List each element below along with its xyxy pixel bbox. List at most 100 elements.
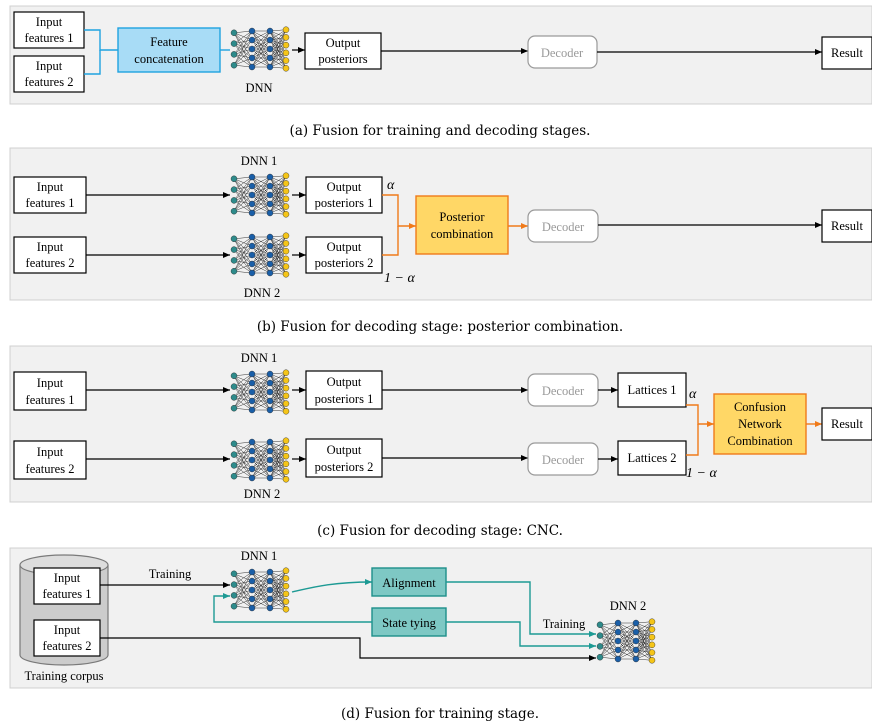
nn-hidden-node — [248, 200, 256, 208]
nn-edge — [617, 631, 637, 660]
nn-edge — [269, 39, 287, 69]
nn-edge — [599, 624, 619, 642]
nn-edge — [233, 595, 253, 609]
nn-output-node — [648, 657, 656, 664]
nn-edge — [233, 373, 253, 387]
caption-a: (a) Fusion for training and decoding sta… — [290, 123, 591, 139]
nn-edge — [233, 200, 253, 214]
nn-edge — [269, 52, 287, 68]
nn-hidden-node — [248, 251, 256, 259]
nn-edge — [269, 37, 287, 59]
nn-edge — [269, 194, 287, 207]
nn-edge — [233, 573, 253, 591]
nn-edge — [251, 194, 271, 214]
nn-edge — [233, 443, 253, 452]
nn-edge — [269, 183, 287, 214]
nn-edge — [233, 39, 253, 55]
nn-edge — [269, 382, 287, 404]
nn-input-node — [230, 186, 238, 193]
nn-output-node — [282, 567, 290, 574]
nn-edge — [617, 622, 637, 651]
result-label: Result — [831, 46, 863, 60]
nn-hidden-node — [248, 54, 256, 62]
input-features-1-line2: features 1 — [43, 587, 92, 601]
dnn-2-label: DNN 2 — [244, 286, 280, 300]
nn-hidden-node — [266, 447, 274, 455]
nn-input-node — [596, 654, 604, 661]
nn-edge — [233, 441, 253, 455]
nn-edge — [233, 32, 253, 41]
nn-edge — [251, 203, 271, 214]
nn-edge — [599, 622, 619, 647]
nn-input-node — [230, 592, 238, 599]
output-posteriors-box — [304, 32, 382, 70]
nn-edge — [233, 375, 253, 384]
nn-edge — [233, 571, 253, 585]
decoder-box — [527, 209, 599, 243]
nn-hidden-node — [248, 45, 256, 53]
output-posteriors-2-line2: posteriors 2 — [315, 460, 374, 474]
nn-edge — [233, 400, 253, 409]
nn-edge — [269, 578, 287, 600]
nn-hidden-node — [614, 637, 622, 645]
nn-input-node — [230, 61, 238, 69]
nn-input-node — [230, 207, 238, 215]
dnn-2-label: DNN 2 — [244, 487, 280, 501]
nn-input-node — [230, 197, 238, 204]
nn-hidden-node — [632, 646, 640, 654]
nn-hidden-node — [266, 438, 274, 446]
nn-edge — [269, 39, 287, 54]
nn-edge — [251, 598, 271, 609]
nn-edge — [617, 622, 637, 660]
training-label-2: Training — [543, 617, 586, 631]
nn-output-node — [282, 598, 290, 605]
nn-output-node — [282, 41, 290, 49]
nn-edge — [233, 236, 253, 272]
nn-edge — [233, 57, 253, 66]
lattices-2-label: Lattices 2 — [628, 451, 677, 465]
nn-hidden-node — [248, 27, 256, 35]
nn-edge — [269, 455, 287, 470]
nn-edge — [251, 263, 271, 274]
nn-edge — [233, 236, 253, 261]
nn-hidden-node — [266, 474, 274, 482]
nn-edge — [269, 585, 287, 609]
nn-output-node — [648, 626, 656, 633]
nn-edge — [269, 185, 287, 215]
confusion-network-combination-box — [713, 393, 807, 455]
decoder-label: Decoder — [541, 46, 584, 60]
nn-edge — [233, 43, 253, 59]
nn-input-node — [230, 51, 238, 58]
nn-input-node — [230, 235, 238, 243]
nn-edge — [269, 37, 287, 50]
nn-hidden-node — [248, 586, 256, 594]
nn-hidden-node — [266, 251, 274, 259]
nn-edge — [635, 644, 653, 660]
nn-edge — [269, 236, 287, 260]
decoder-label: Decoder — [542, 220, 585, 234]
nn-edge — [635, 622, 653, 653]
nn-edge — [269, 580, 287, 595]
input-features-1-box — [33, 567, 101, 605]
nn-hidden-node — [266, 27, 274, 35]
result-label: Result — [831, 417, 863, 431]
nn-edge — [251, 571, 271, 600]
nn-edge — [269, 593, 287, 609]
nn-edge — [269, 387, 287, 402]
nn-edge — [269, 250, 287, 274]
nn-input-node — [230, 394, 238, 401]
nn-edge — [269, 29, 287, 59]
nn-edge — [251, 57, 271, 68]
nn-edge — [269, 459, 287, 472]
nn-edge — [251, 48, 271, 68]
nn-edge — [251, 571, 271, 591]
nn-edge — [251, 185, 271, 214]
result-label: Result — [831, 219, 863, 233]
nn-input-node — [596, 621, 604, 628]
nn-edge — [251, 39, 271, 68]
nn-hidden-node — [248, 370, 256, 378]
nn-edge — [233, 32, 253, 50]
output-posteriors-2-line1: Output — [327, 240, 362, 254]
nn-edge — [233, 260, 253, 274]
nn-edge — [269, 245, 287, 260]
